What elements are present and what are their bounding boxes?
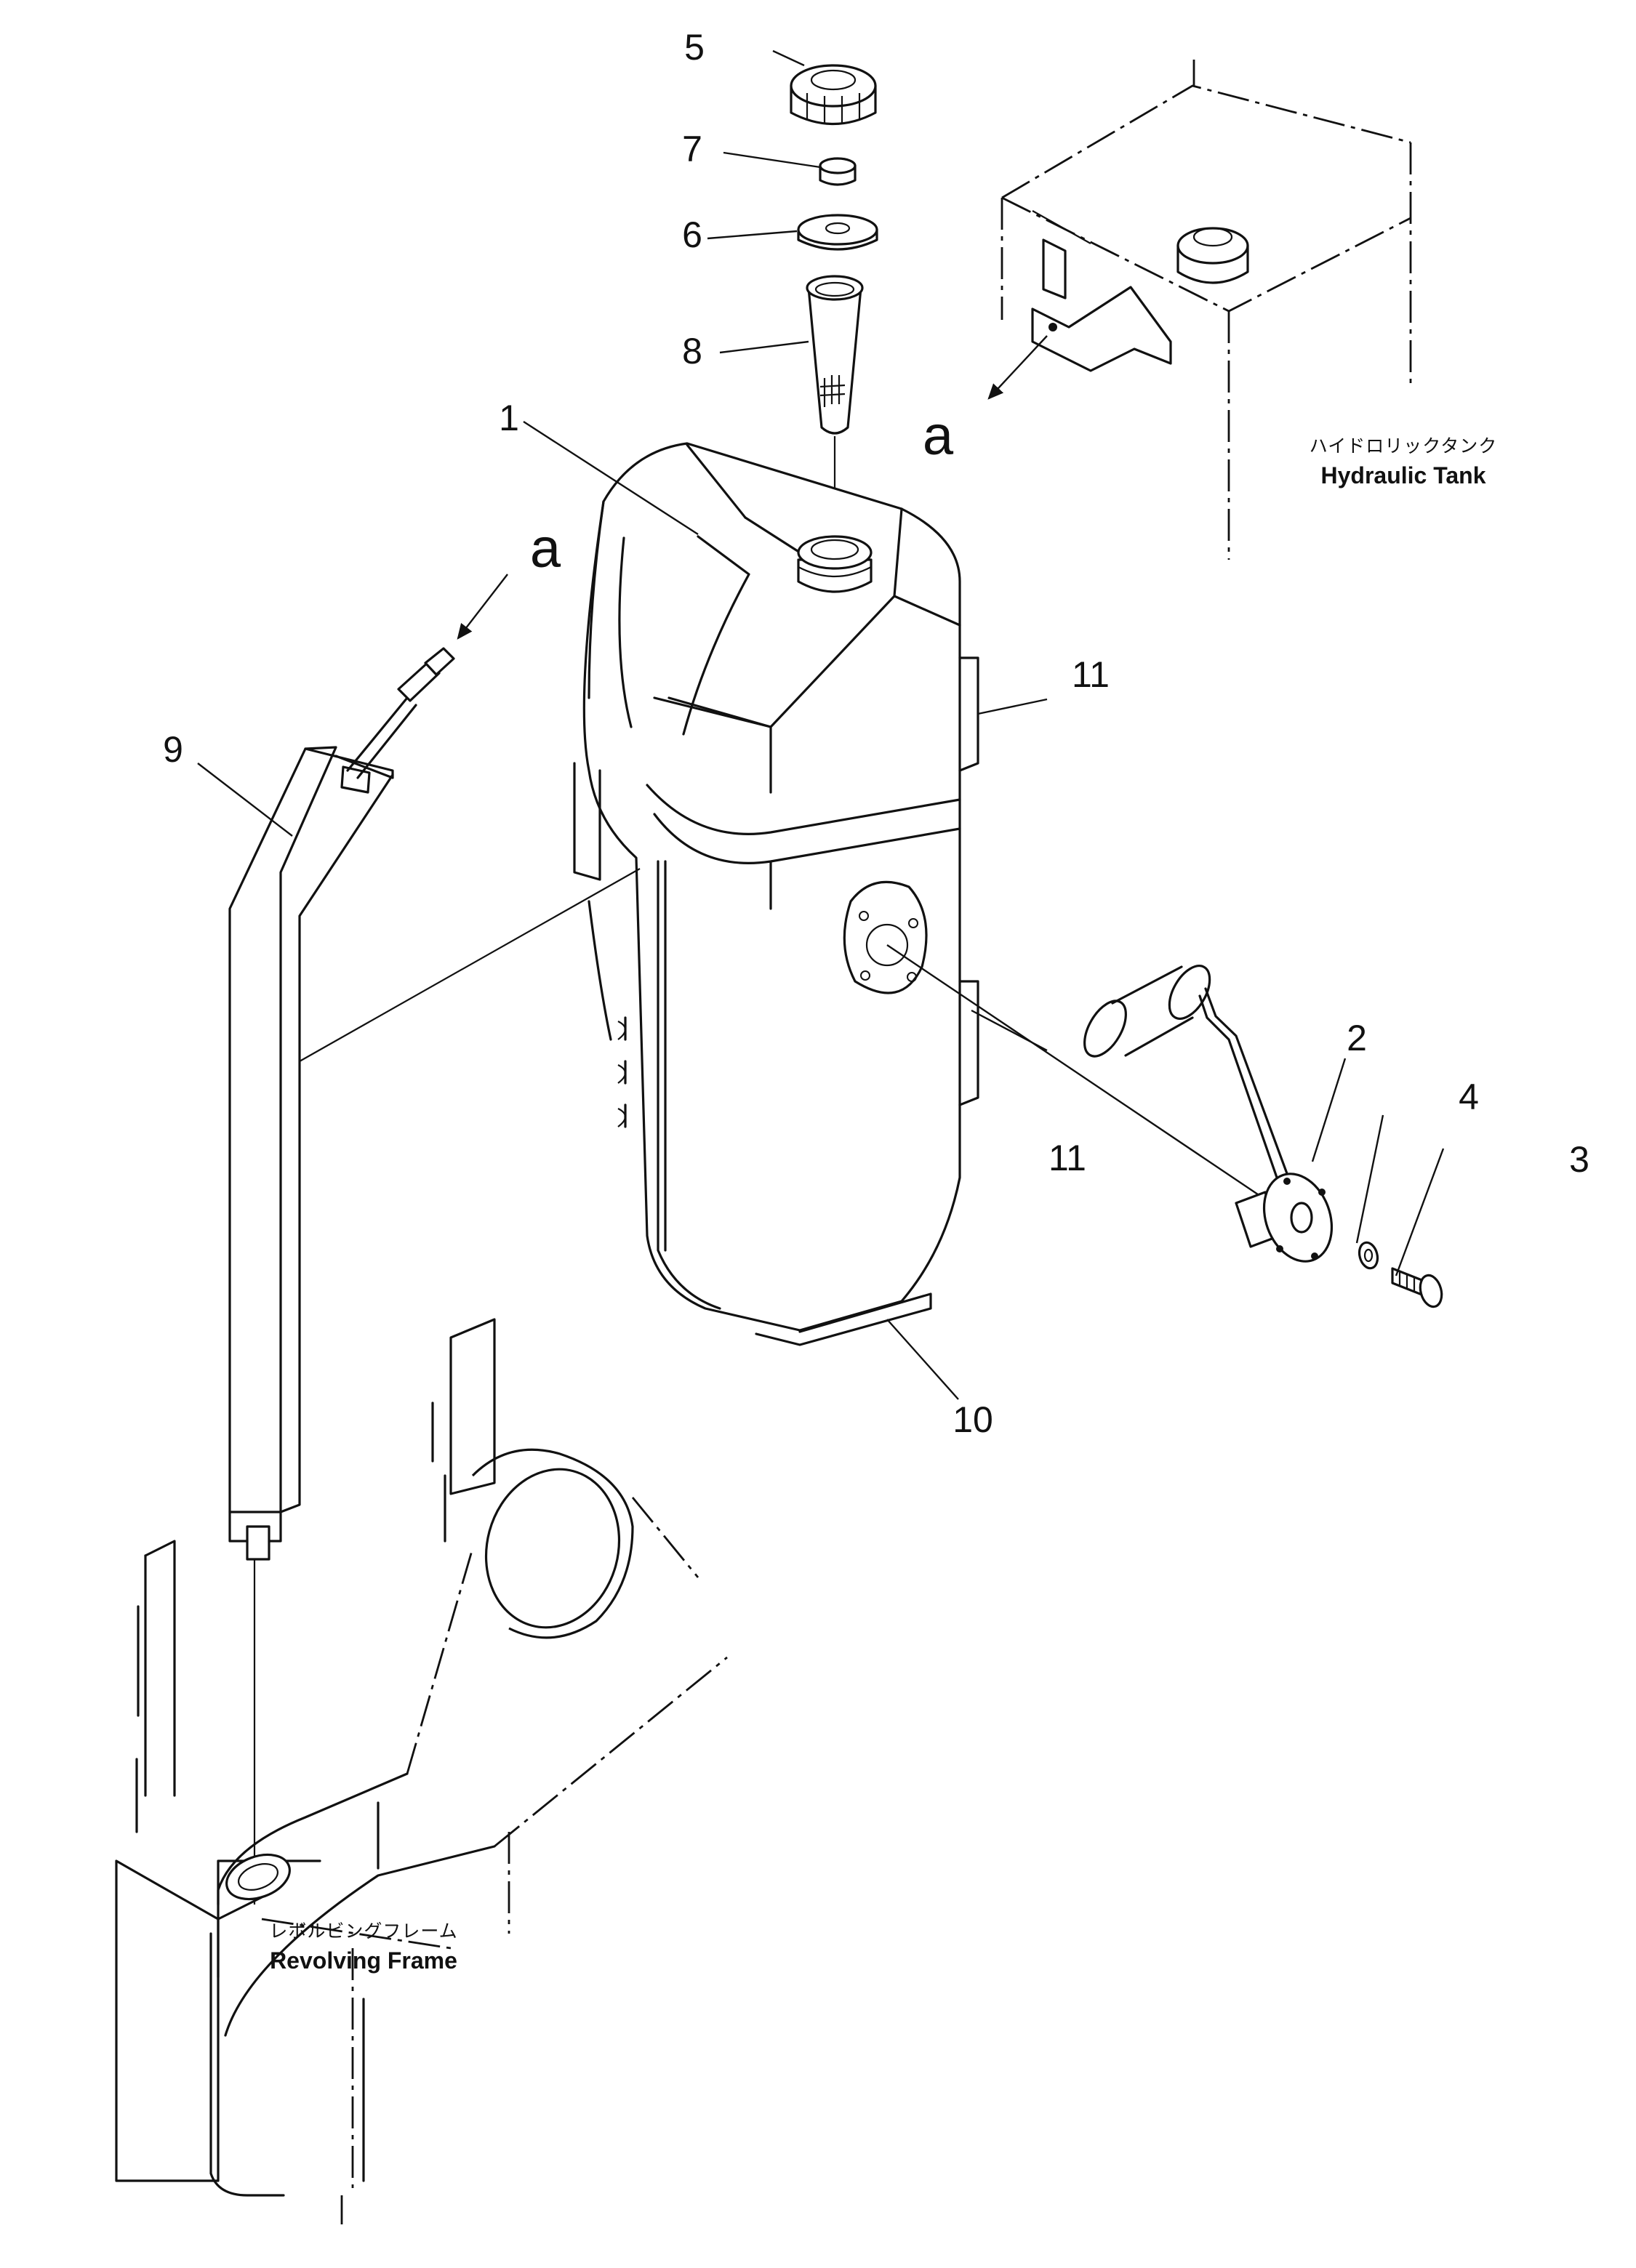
band-to-tank-line (299, 868, 641, 1062)
reference-arrow-lower (457, 574, 508, 640)
reference-letter-lower: a (530, 518, 561, 579)
hydraulic-tank-label-jp: ハイドロリックタンク (1310, 435, 1498, 457)
callout-3: 3 (1569, 1139, 1589, 1180)
callout-8: 8 (682, 331, 702, 371)
filler-cap (790, 64, 877, 126)
callout-9: 9 (163, 729, 183, 770)
bolt (1391, 1267, 1443, 1308)
callout-7: 7 (682, 129, 702, 169)
revolving-frame-label-jp: レボルビングフレーム (269, 1921, 457, 1942)
callout-10: 10 (953, 1399, 993, 1440)
washer (1358, 1241, 1379, 1270)
callout-leaders (197, 49, 1445, 1400)
air-breather-hose (346, 647, 455, 779)
revolving-frame (115, 1318, 728, 2224)
strap-band (228, 746, 394, 1561)
callout-4: 4 (1459, 1077, 1479, 1117)
callout-2: 2 (1347, 1018, 1367, 1058)
strainer (806, 275, 864, 435)
gasket (797, 214, 878, 251)
tank-body (573, 442, 979, 1346)
callout-11-upper: 11 (1072, 654, 1110, 695)
level-gauge (886, 944, 1334, 1263)
revolving-frame-label-en: Revolving Frame (270, 1947, 457, 1974)
callout-5: 5 (684, 27, 705, 68)
hydraulic-tank-label-en: Hydraulic Tank (1320, 462, 1485, 488)
callout-11-lower: 11 (1048, 1138, 1086, 1178)
callout-1: 1 (499, 398, 519, 438)
hydraulic-tank (1001, 60, 1412, 560)
breather-element (819, 157, 857, 186)
reference-letter-upper: a (923, 405, 954, 467)
reference-arrow-upper (987, 335, 1048, 400)
callout-6: 6 (682, 214, 702, 255)
